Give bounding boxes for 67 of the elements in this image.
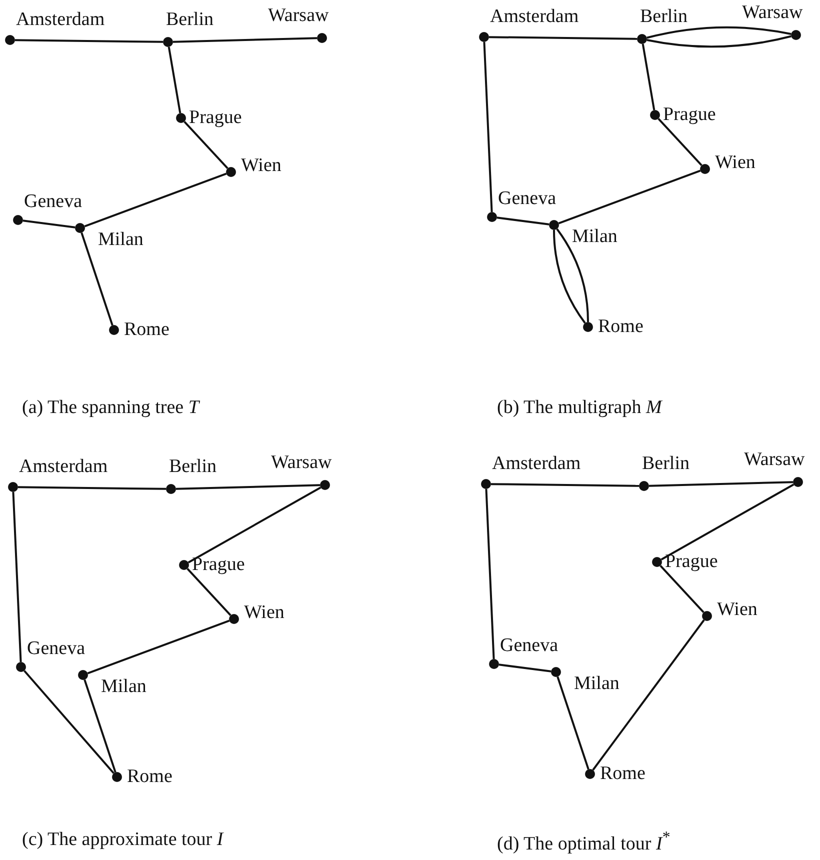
- city-label: Warsaw: [744, 450, 805, 469]
- city-label: Milan: [572, 227, 618, 246]
- edge-line: [176, 484, 320, 490]
- edge-line: [22, 220, 76, 228]
- edge-line: [18, 486, 166, 490]
- edge-line: [80, 232, 114, 326]
- edge-line: [186, 568, 232, 616]
- city-label: Prague: [192, 555, 245, 574]
- edge-line: [592, 619, 705, 771]
- edge-line: [184, 121, 228, 169]
- edge-line: [488, 36, 638, 40]
- edge-line: [498, 664, 552, 672]
- city-label: Prague: [663, 105, 716, 124]
- city-label: Amsterdam: [490, 7, 579, 26]
- edge-line: [87, 620, 230, 674]
- city-label: Geneva: [500, 636, 558, 655]
- city-label: Amsterdam: [492, 454, 581, 473]
- city-label: Rome: [600, 764, 646, 783]
- city-label: Warsaw: [268, 6, 329, 25]
- city-label: Milan: [98, 230, 144, 249]
- edge-line: [84, 172, 227, 228]
- city-label: Berlin: [169, 457, 216, 476]
- edge-line: [188, 486, 322, 564]
- city-label: Rome: [124, 320, 170, 339]
- edge-line: [648, 481, 794, 487]
- edge-line: [642, 44, 656, 110]
- edge-line: [24, 670, 114, 774]
- city-label: Amsterdam: [19, 457, 108, 476]
- edge-line: [496, 216, 550, 226]
- edge-line: [168, 46, 182, 114]
- city-label: Geneva: [24, 192, 82, 211]
- caption: (b) The multigraph M: [497, 398, 662, 417]
- city-label: Warsaw: [742, 3, 803, 22]
- city-label: Amsterdam: [16, 10, 105, 29]
- city-label: Berlin: [640, 7, 688, 26]
- city-label: Milan: [101, 677, 146, 696]
- caption: (d) The optimal tour I$^{*}$: [497, 830, 670, 854]
- city-label: Prague: [189, 108, 242, 127]
- edge-line: [558, 170, 701, 224]
- city-label: Geneva: [27, 639, 86, 658]
- edge-line: [556, 676, 590, 770]
- city-label: Rome: [598, 317, 644, 336]
- caption: (c) The approximate tour I: [22, 830, 224, 849]
- city-label: Wien: [244, 603, 284, 622]
- edge-line: [660, 565, 704, 613]
- edge-line: [490, 483, 640, 487]
- edge-line: [84, 679, 116, 773]
- edge-line: [485, 488, 495, 660]
- city-label: Rome: [127, 767, 172, 786]
- city-label: Milan: [574, 674, 620, 693]
- city-label: Prague: [665, 552, 718, 571]
- city-label: Berlin: [642, 454, 690, 473]
- city-label: Wien: [715, 153, 756, 172]
- city-label: Berlin: [166, 10, 214, 29]
- edge-line: [658, 118, 702, 166]
- city-label: Warsaw: [271, 453, 332, 472]
- city-label: Geneva: [498, 189, 556, 208]
- edge-line: [172, 37, 318, 43]
- edge-line: [660, 484, 794, 560]
- edge-line: [12, 492, 22, 662]
- city-label: Wien: [241, 156, 282, 175]
- edge-line: [646, 26, 792, 39]
- edge-line: [483, 42, 493, 212]
- edge-line: [14, 39, 164, 43]
- edge-line: [646, 35, 792, 48]
- caption: (a) The spanning tree T: [22, 398, 199, 417]
- city-label: Wien: [717, 600, 758, 619]
